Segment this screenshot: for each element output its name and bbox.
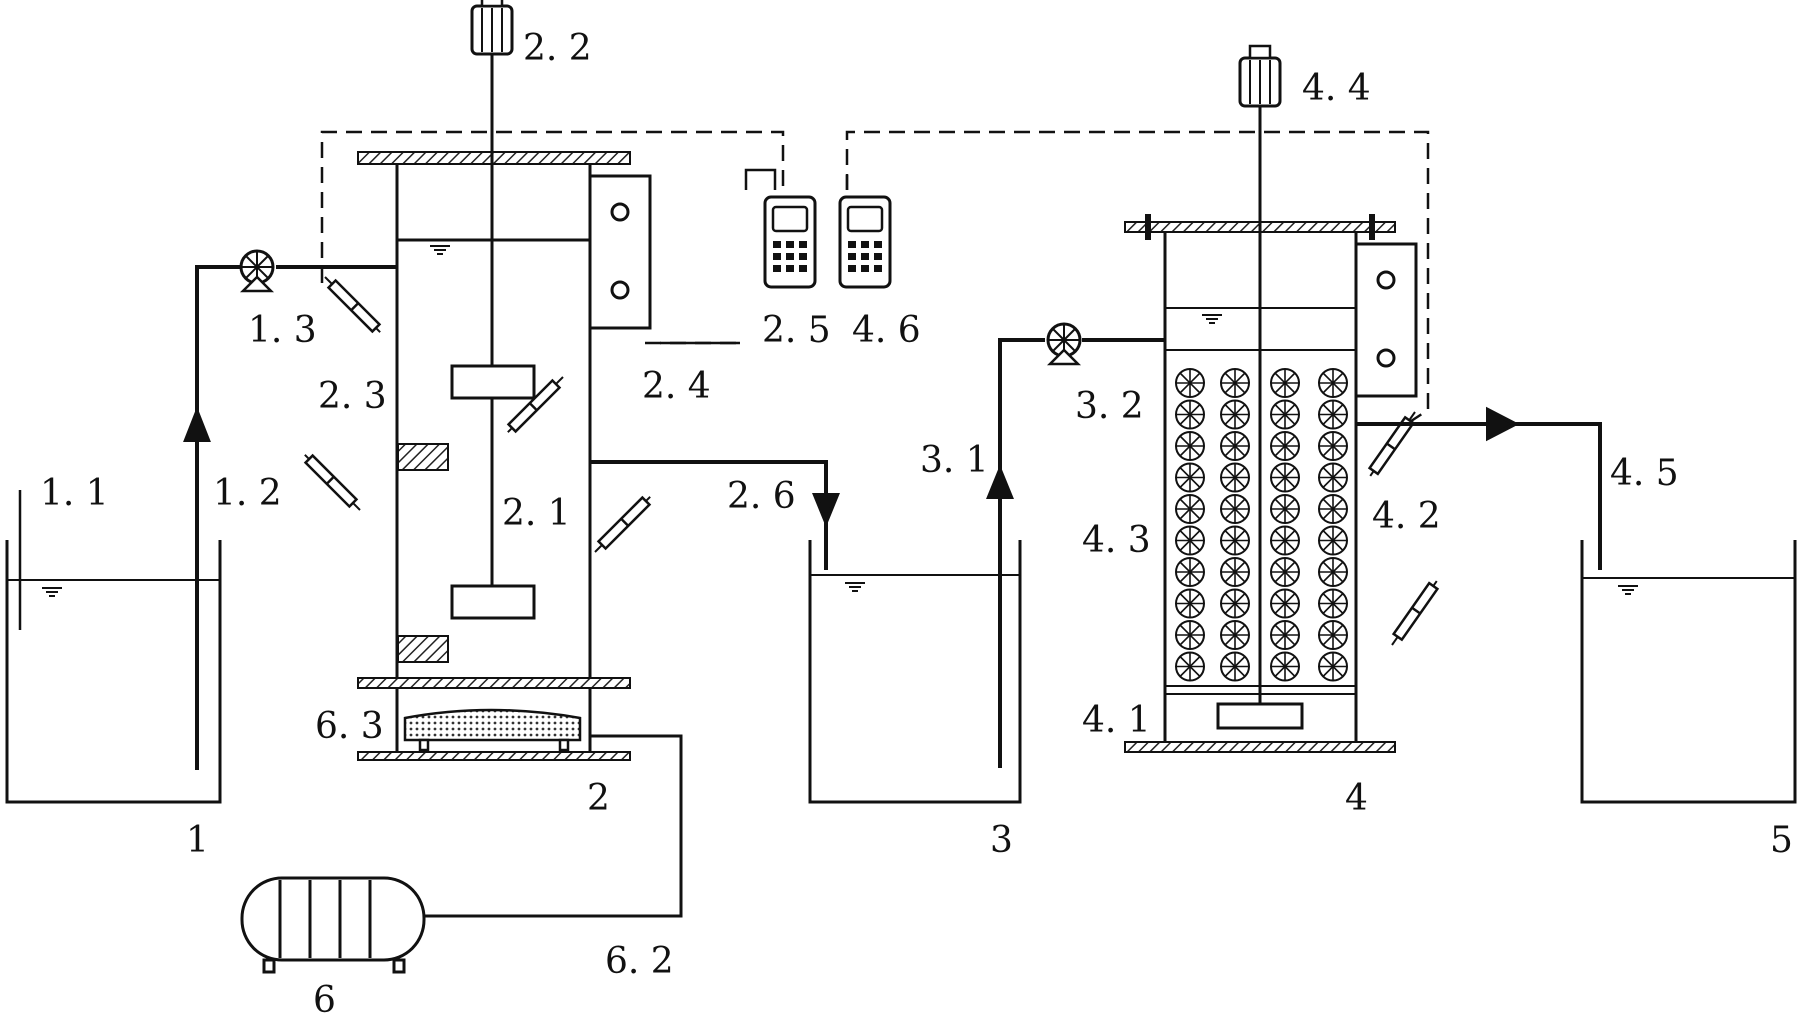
stirrer-4 [1216,80,1304,730]
label-1: 1 [186,820,209,861]
reactor-2 [357,151,652,761]
carrier-ball-icon [1175,557,1205,587]
label-3-2: 3. 2 [1075,386,1144,427]
label-4-1: 4. 1 [1082,700,1151,741]
outlet-pipe-4-5 [1356,406,1602,570]
carrier-ball-icon [1175,399,1205,430]
carrier-ball-icon [1220,525,1250,556]
carrier-ball-icon [1318,462,1348,493]
label-4-2: 4. 2 [1372,496,1441,537]
label-5: 5 [1770,820,1793,861]
carrier-ball-icon [1220,399,1250,430]
label-6-2: 6. 2 [605,941,674,982]
stirrer-2-1 [450,44,536,620]
label-3-1: 3. 1 [920,440,989,481]
motor-icon [470,0,514,56]
reactor-4 [1124,214,1418,753]
carrier-ball-icon [1175,620,1205,650]
label-3: 3 [990,820,1013,861]
carrier-ball-icon [1220,431,1250,461]
label-1-1: 1. 1 [40,473,109,514]
label-1-3: 1. 3 [248,310,317,351]
carrier-ball-icon [1175,588,1205,619]
pump-icon [1046,322,1082,366]
label-1-2: 1. 2 [213,473,282,514]
feed-tank-1 [5,490,222,804]
carrier-ball-icon [1270,399,1300,430]
label-2-5: 2. 5 [762,310,831,351]
label-2-4: 2. 4 [642,366,711,407]
tank-3 [808,540,1022,804]
air-pipe-6-2 [423,734,683,918]
meter-icon [763,195,817,289]
label-6: 6 [313,980,336,1020]
carrier-ball-icon [1318,399,1348,430]
label-4-4: 4. 4 [1302,68,1371,109]
label-4-3: 4. 3 [1082,520,1151,561]
carrier-ball-icon [1318,368,1348,398]
carrier-ball-icon [1270,368,1300,398]
carrier-ball-icon [1270,620,1300,650]
label-2-1: 2. 1 [502,493,571,534]
carrier-ball-icon [1220,494,1250,524]
carrier-ball-icon [1220,588,1250,619]
carrier-ball-icon [1175,525,1205,556]
carrier-ball-icon [1270,588,1300,619]
carrier-ball-icon [1318,620,1348,650]
label-6-3: 6. 3 [315,706,384,747]
label-4: 4 [1345,778,1368,819]
label-2-3: 2. 3 [318,376,387,417]
carrier-ball-icon [1270,557,1300,587]
carrier-ball-icon [1270,525,1300,556]
carrier-ball-icon [1318,525,1348,556]
outlet-pipe-2-6 [590,460,840,570]
carrier-ball-icon [1270,651,1300,682]
carrier-ball-icon [1175,431,1205,461]
pump-icon [239,249,275,293]
feed-pipe-3-1 [986,338,1165,768]
carrier-ball-icon [1270,494,1300,524]
label-2-2: 2. 2 [523,28,592,69]
carrier-ball-icon [1220,651,1250,682]
label-4-5: 4. 5 [1610,453,1679,494]
carrier-ball-icon [1175,651,1205,682]
carrier-ball-icon [1220,368,1250,398]
carrier-ball-icon [1318,431,1348,461]
carrier-ball-icon [1318,588,1348,619]
carrier-ball-icon [1175,494,1205,524]
carrier-ball-icon [1220,462,1250,493]
compressor-icon [240,876,426,974]
carrier-ball-icon [1220,557,1250,587]
carrier-ball-icon [1175,368,1205,398]
meter-icon [838,195,892,289]
diffuser-6-3 [403,708,582,752]
carrier-ball-icon [1175,462,1205,493]
carrier-ball-icon [1318,494,1348,524]
carrier-ball-icon [1318,557,1348,587]
motor-icon [1238,44,1282,108]
label-2-6: 2. 6 [727,476,796,517]
carrier-ball-icon [1220,620,1250,650]
feed-pipe-1-2 [183,265,397,770]
carrier-ball-icon [1270,462,1300,493]
carrier-ball-icon [1318,651,1348,682]
label-4-6: 4. 6 [852,310,921,351]
carrier-ball-icon [1270,431,1300,461]
label-2: 2 [587,778,610,819]
tank-5 [1580,540,1797,804]
